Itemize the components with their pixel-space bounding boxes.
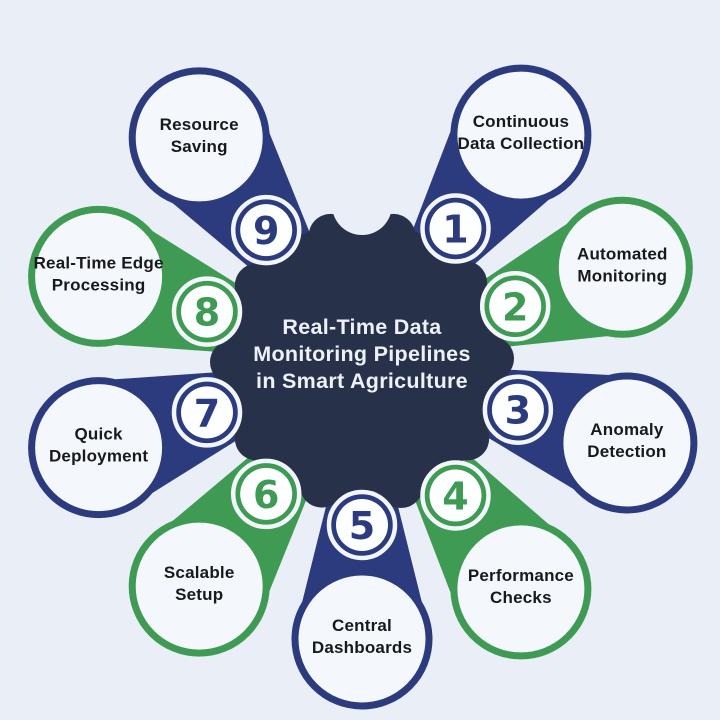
- balloon-layer: [28, 64, 698, 710]
- balloon-circle: [128, 67, 270, 209]
- badge-inner-circle: [240, 204, 293, 257]
- center-hub-bump: [443, 260, 488, 305]
- balloon-label-line: Deployment: [49, 447, 148, 466]
- balloon-label-line: Performance: [468, 566, 574, 585]
- balloon-label-line: Checks: [490, 588, 552, 607]
- badge-number: 8: [194, 291, 220, 335]
- item-number-badge: 8: [171, 276, 243, 347]
- center-hub-shape: [210, 175, 514, 508]
- badge-inner-circle: [336, 499, 388, 551]
- badge-inner-circle: [181, 386, 233, 439]
- badge-inner-circle: [181, 285, 233, 338]
- balloon-label-line: Saving: [171, 137, 228, 156]
- balloon-label-line: Detection: [587, 442, 666, 461]
- center-hub-bump: [470, 336, 514, 381]
- balloon-label-line: Monitoring: [577, 266, 667, 285]
- badge-layer: 12 34 5 67 89: [171, 193, 554, 561]
- balloon-label-line: Setup: [175, 585, 223, 604]
- balloon-label-line: Scalable: [164, 563, 235, 582]
- item-number-badge: 1: [420, 193, 491, 264]
- center-hub-notch: [332, 175, 392, 235]
- item-number-badge: 9: [230, 194, 302, 266]
- badge-inner-circle: [489, 280, 542, 333]
- balloon-label-line: Quick: [74, 425, 123, 444]
- badge-number: 1: [442, 208, 468, 252]
- badge-number: 4: [442, 475, 468, 519]
- balloon-circle: [28, 377, 170, 519]
- center-hub-base: [221, 221, 503, 503]
- badge-number: 9: [253, 209, 279, 253]
- balloon-label-line: Resource: [160, 115, 239, 134]
- balloon-label-line: Processing: [52, 275, 146, 294]
- balloon-circle: [128, 515, 270, 657]
- item-number-badge: 7: [171, 377, 243, 448]
- balloon-circle: [556, 372, 698, 514]
- center-title-line: Monitoring Pipelines: [253, 342, 470, 366]
- badge-inner-circle: [491, 383, 544, 436]
- item-number-badge: 4: [420, 460, 491, 531]
- badge-number: 7: [194, 391, 220, 435]
- badge-inner-circle: [429, 469, 482, 522]
- center-hub-bump: [299, 463, 344, 508]
- badge-number: 5: [349, 504, 375, 548]
- center-hub-bump: [210, 340, 254, 384]
- item-number-badge: 3: [482, 374, 554, 445]
- balloon-label-line: Automated: [577, 244, 668, 263]
- center-hub-bump: [379, 464, 424, 508]
- badge-number: 3: [505, 389, 531, 433]
- center-hub-bump: [234, 416, 279, 461]
- badge-number: 2: [502, 285, 528, 329]
- center-title-line: in Smart Agriculture: [256, 369, 468, 393]
- balloon-circle: [450, 518, 592, 660]
- center-title: Real-Time Data Monitoring Pipelines in S…: [253, 315, 470, 393]
- badge-inner-circle: [429, 202, 482, 255]
- balloon-label-line: Real-Time Edge: [34, 253, 164, 272]
- item-number-badge: 2: [479, 271, 551, 342]
- item-number-badge: 5: [326, 489, 398, 561]
- center-hub-bump: [234, 263, 279, 308]
- balloon-label-line: Central: [332, 616, 392, 635]
- balloon-circle: [28, 205, 170, 347]
- center-title-line: Real-Time Data: [282, 315, 442, 339]
- center-hub: Real-Time Data Monitoring Pipelines in S…: [210, 175, 514, 508]
- balloon-circle: [551, 196, 693, 338]
- balloon-label-line: Dashboards: [312, 638, 412, 657]
- balloon-label-line: Anomaly: [590, 420, 664, 439]
- balloon-label-line: Data Collection: [458, 134, 585, 153]
- balloon-circle: [450, 64, 592, 206]
- item-number-badge: 6: [230, 458, 302, 530]
- badge-inner-circle: [240, 467, 293, 520]
- center-hub-bump: [445, 416, 490, 461]
- balloon-circle: [291, 568, 433, 710]
- balloon-label-line: Continuous: [473, 112, 569, 131]
- badge-number: 6: [253, 473, 279, 517]
